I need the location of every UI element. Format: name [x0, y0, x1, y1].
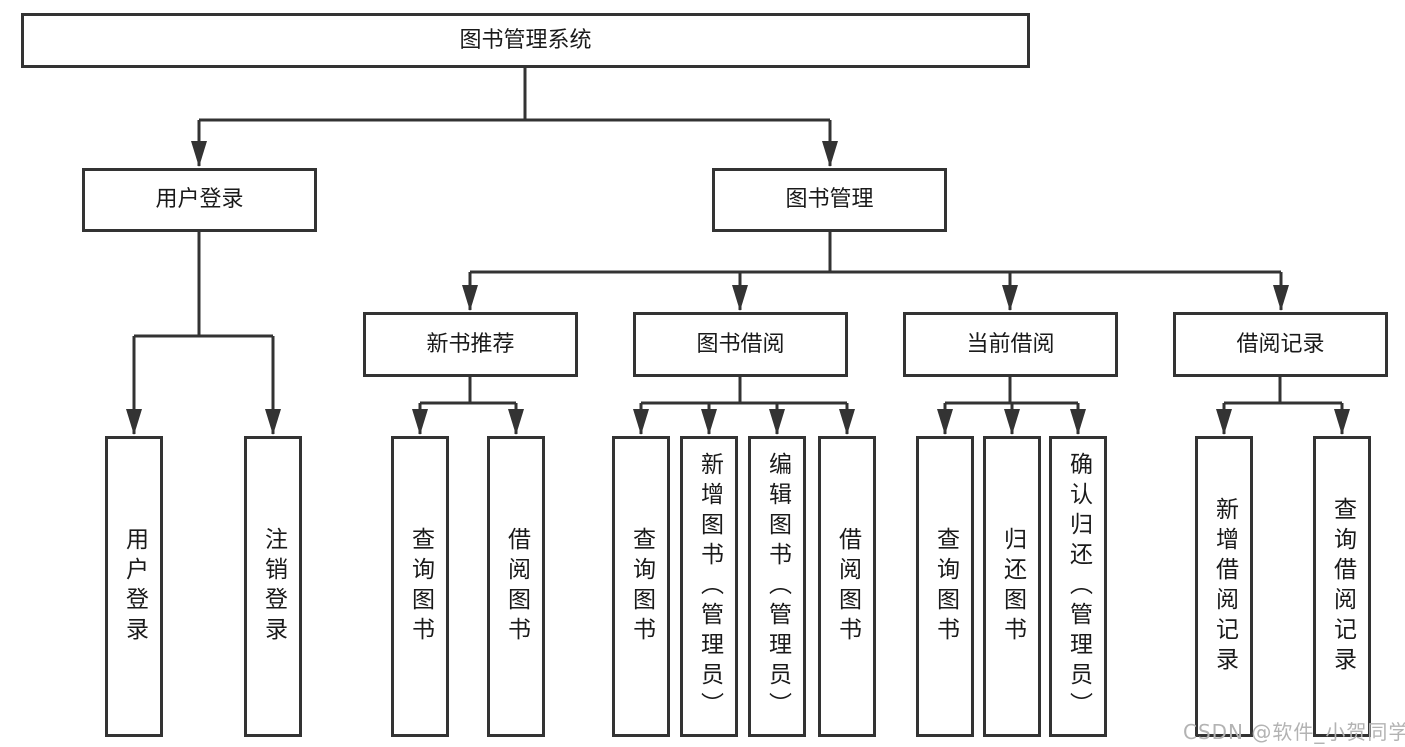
node-logout-action: 注销登录 — [244, 436, 302, 737]
node-borrowing-borrow-books: 借阅图书 — [818, 436, 876, 737]
node-user-login-action: 用户登录 — [105, 436, 163, 737]
node-current-borrowing: 当前借阅 — [903, 312, 1118, 377]
node-user-login: 用户登录 — [82, 168, 317, 232]
node-records-query-record: 查询借阅记录 — [1313, 436, 1371, 737]
node-recommend-query-books: 查询图书 — [391, 436, 449, 737]
node-current-return-books: 归还图书 — [983, 436, 1041, 737]
node-library-system: 图书管理系统 — [21, 13, 1030, 68]
node-new-book-recommend: 新书推荐 — [363, 312, 578, 377]
node-current-query-books: 查询图书 — [916, 436, 974, 737]
node-book-borrowing: 图书借阅 — [633, 312, 848, 377]
csdn-watermark: CSDN @软件_小贺同学 — [1183, 720, 1405, 744]
node-current-confirm-return: 确认归还（管理员） — [1049, 436, 1107, 737]
node-borrowing-edit-books: 编辑图书（管理员） — [748, 436, 806, 737]
node-borrowing-add-books: 新增图书（管理员） — [680, 436, 738, 737]
node-records-add-record: 新增借阅记录 — [1195, 436, 1253, 737]
node-recommend-borrow-books: 借阅图书 — [487, 436, 545, 737]
branch-rails — [134, 68, 1342, 405]
node-borrowing-records: 借阅记录 — [1173, 312, 1388, 377]
node-book-management: 图书管理 — [712, 168, 947, 232]
node-borrowing-query-books: 查询图书 — [612, 436, 670, 737]
